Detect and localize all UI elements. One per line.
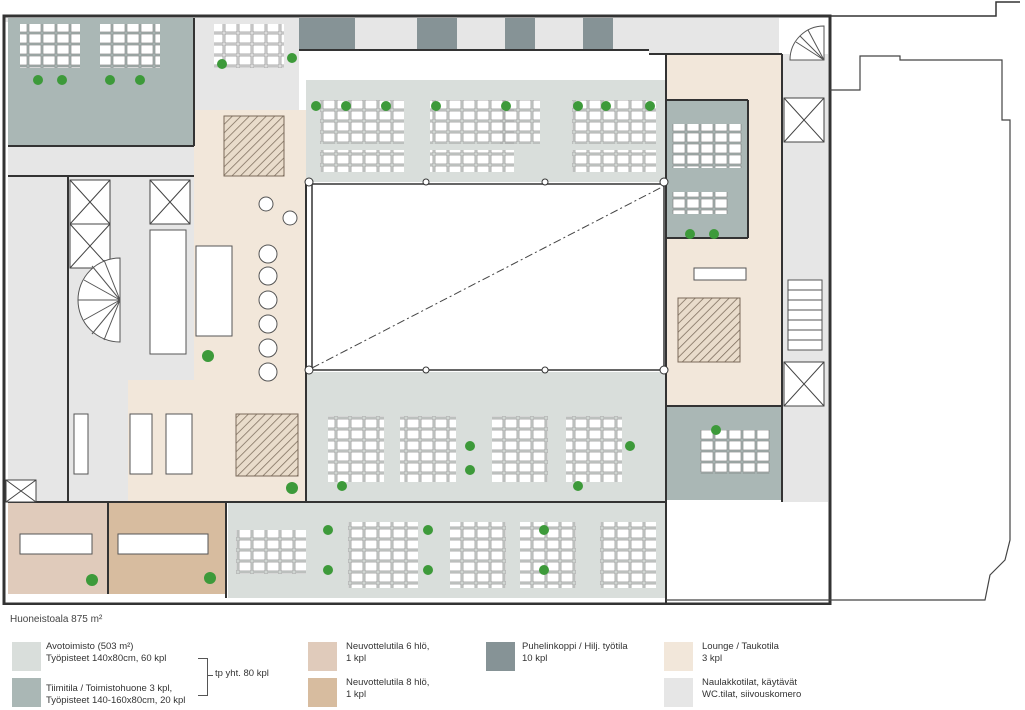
legend-label-tiimitila-2: Työpisteet 140-160x80cm, 20 kpl: [46, 695, 186, 706]
legend-swatch-avotoimisto: [12, 642, 41, 671]
legend-label-neuvottelu6-2: 1 kpl: [346, 653, 367, 664]
legend-swatch-wc: [664, 678, 693, 707]
legend-label-neuvottelu6-1: Neuvottelutila 6 hlö,: [346, 641, 430, 652]
legend-label-neuvottelu8-2: 1 kpl: [346, 689, 367, 700]
legend-label-puhelinkoppi-2: 10 kpl: [522, 653, 548, 664]
legend-label-avotoimisto-1: Avotoimisto (503 m²): [46, 641, 134, 652]
legend-label-wc-1: Naulakkotilat, käytävät: [702, 677, 798, 688]
legend-label-avotoimisto-2: Työpisteet 140x80cm, 60 kpl: [46, 653, 167, 664]
legend-label-tiimitila-1: Tiimitila / Toimistohuone 3 kpl,: [46, 683, 173, 694]
legend-bracket: [198, 658, 208, 696]
area-total: Huoneistoala 875 m²: [10, 614, 103, 625]
legend-label-puhelinkoppi-1: Puhelinkoppi / Hilj. työtila: [522, 641, 628, 652]
legend-total-workstations: tp yht. 80 kpl: [215, 668, 269, 679]
legend-label-lounge-1: Lounge / Taukotila: [702, 641, 779, 652]
legend-swatch-neuvottelu8: [308, 678, 337, 707]
legend-bracket-tick: [207, 675, 213, 676]
legend-swatch-tiimitila: [12, 678, 41, 707]
legend-label-lounge-2: 3 kpl: [702, 653, 723, 664]
legend-swatch-neuvottelu6: [308, 642, 337, 671]
legend-swatch-puhelinkoppi: [486, 642, 515, 671]
legend-label-wc-2: WC.tilat, siivouskomero: [702, 689, 802, 700]
legend-label-neuvottelu8-1: Neuvottelutila 8 hlö,: [346, 677, 430, 688]
floor-plan: [2, 1, 1020, 605]
legend-swatch-lounge: [664, 642, 693, 671]
